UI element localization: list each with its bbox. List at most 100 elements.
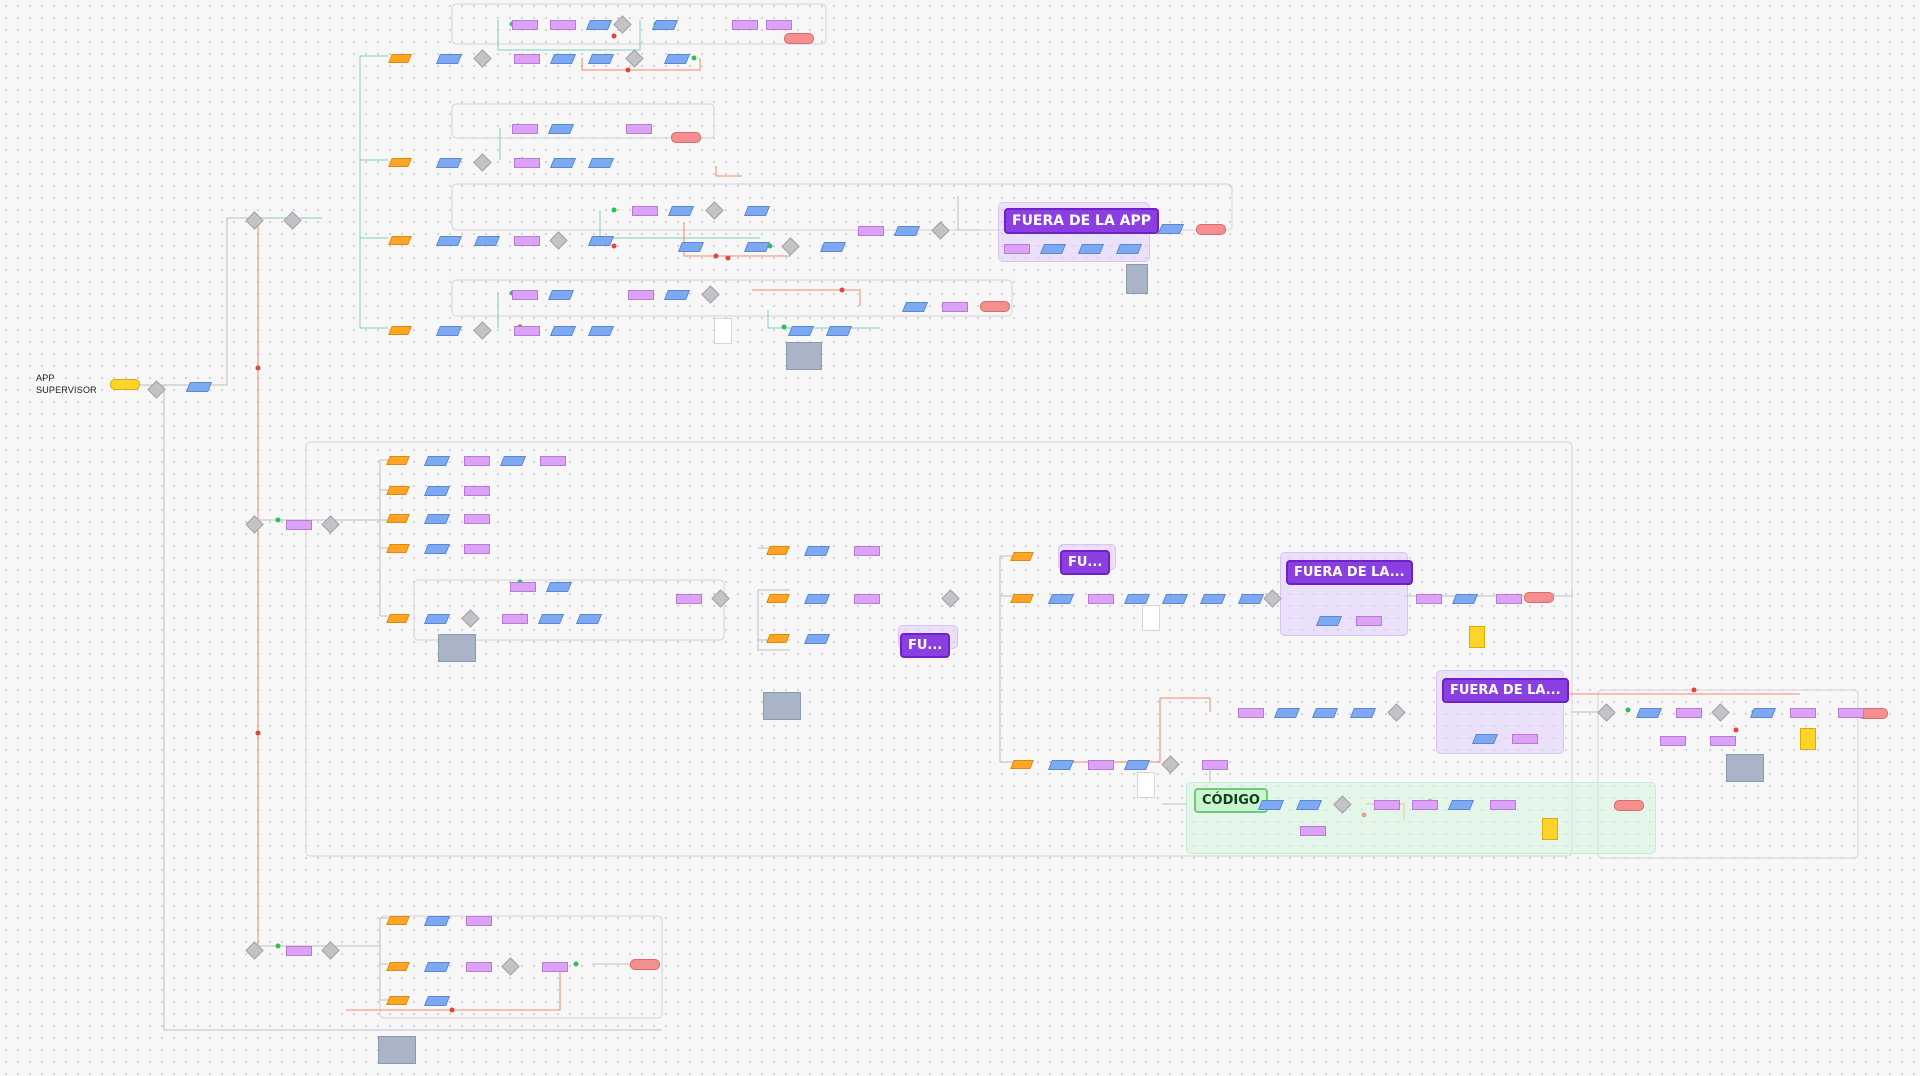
yes-connector-dot xyxy=(275,943,281,949)
connector-line xyxy=(163,385,662,1031)
io-node xyxy=(1315,616,1343,626)
io-node xyxy=(423,486,451,496)
io-node xyxy=(547,290,575,300)
io-node xyxy=(587,158,615,168)
io-node xyxy=(663,290,691,300)
no-connector-dot xyxy=(1691,687,1697,693)
process-node xyxy=(1490,800,1516,810)
io-node xyxy=(423,614,451,624)
no-connector-dot xyxy=(725,255,731,261)
role-node xyxy=(388,158,412,167)
note-card xyxy=(378,1036,416,1064)
outside-app-label: FUERA DE LA APP xyxy=(1004,208,1160,234)
process-node xyxy=(1416,594,1442,604)
connector-line xyxy=(752,289,861,306)
end-terminal xyxy=(630,959,660,970)
process-node xyxy=(1202,760,1228,770)
yes-connector-dot xyxy=(1625,707,1631,713)
process-node xyxy=(464,456,490,466)
process-node xyxy=(464,544,490,554)
connector-line xyxy=(957,196,980,231)
io-node xyxy=(893,226,921,236)
end-terminal xyxy=(784,33,814,44)
process-node xyxy=(466,916,492,926)
io-node xyxy=(547,124,575,134)
io-node xyxy=(1047,594,1075,604)
io-node xyxy=(549,158,577,168)
process-node xyxy=(502,614,528,624)
role-node xyxy=(386,544,410,553)
process-node xyxy=(854,594,880,604)
io-node xyxy=(423,996,451,1006)
io-node xyxy=(1451,594,1479,604)
io-node xyxy=(743,242,771,252)
outside-app-label-3: FUERA DE LA... xyxy=(1442,678,1569,703)
process-node xyxy=(1004,244,1030,254)
io-node xyxy=(803,634,831,644)
loop-connector xyxy=(451,103,715,139)
process-node xyxy=(628,290,654,300)
no-connector-dot xyxy=(1733,727,1739,733)
io-node xyxy=(575,614,603,624)
io-node xyxy=(1311,708,1339,718)
io-node xyxy=(1199,594,1227,604)
io-node xyxy=(901,302,929,312)
process-node xyxy=(540,456,566,466)
process-node xyxy=(510,582,536,592)
io-node xyxy=(1471,734,1499,744)
sticky-note xyxy=(1469,626,1485,648)
io-node xyxy=(423,916,451,926)
code-label: CÓDIGO xyxy=(1194,788,1268,813)
role-node xyxy=(388,236,412,245)
loop-connector xyxy=(413,579,725,641)
process-node xyxy=(286,520,312,530)
io-node xyxy=(803,546,831,556)
connector-line xyxy=(715,166,742,177)
yes-connector-dot xyxy=(781,324,787,330)
io-node xyxy=(585,20,613,30)
diagram-title: APP SUPERVISOR xyxy=(36,373,97,395)
yes-connector-dot xyxy=(573,961,579,967)
connector-line xyxy=(1050,697,1211,763)
loop-connector xyxy=(451,279,1013,317)
process-node xyxy=(1838,708,1864,718)
loop-connector xyxy=(305,441,1573,857)
loop-connector xyxy=(379,915,663,1019)
io-node xyxy=(473,236,501,246)
outside-app-label-small-2: FU... xyxy=(900,633,951,658)
role-node xyxy=(1010,552,1034,561)
role-node xyxy=(766,634,790,643)
process-node xyxy=(514,54,540,64)
connector-line xyxy=(346,964,561,1011)
io-node xyxy=(651,20,679,30)
outside-app-label-small: FU... xyxy=(1060,550,1111,575)
yes-connector-dot xyxy=(275,517,281,523)
io-node xyxy=(1123,594,1151,604)
io-node xyxy=(423,456,451,466)
io-node xyxy=(1635,708,1663,718)
role-node xyxy=(386,962,410,971)
process-node xyxy=(550,20,576,30)
process-node xyxy=(676,594,702,604)
document-card xyxy=(714,318,732,344)
io-node xyxy=(1157,224,1185,234)
connector-line xyxy=(162,217,258,386)
process-node xyxy=(512,290,538,300)
process-node xyxy=(766,20,792,30)
io-node xyxy=(537,614,565,624)
note-card xyxy=(1126,264,1148,294)
io-node xyxy=(587,236,615,246)
document-card xyxy=(1142,605,1160,631)
yes-connector-dot xyxy=(611,207,617,213)
io-node xyxy=(825,326,853,336)
process-node xyxy=(942,302,968,312)
end-terminal xyxy=(1196,224,1226,235)
io-node xyxy=(423,544,451,554)
io-node xyxy=(423,514,451,524)
no-connector-dot xyxy=(625,67,631,73)
connector-line xyxy=(359,55,388,218)
io-node xyxy=(1047,760,1075,770)
io-node xyxy=(1295,800,1323,810)
sticky-note xyxy=(1800,728,1816,750)
